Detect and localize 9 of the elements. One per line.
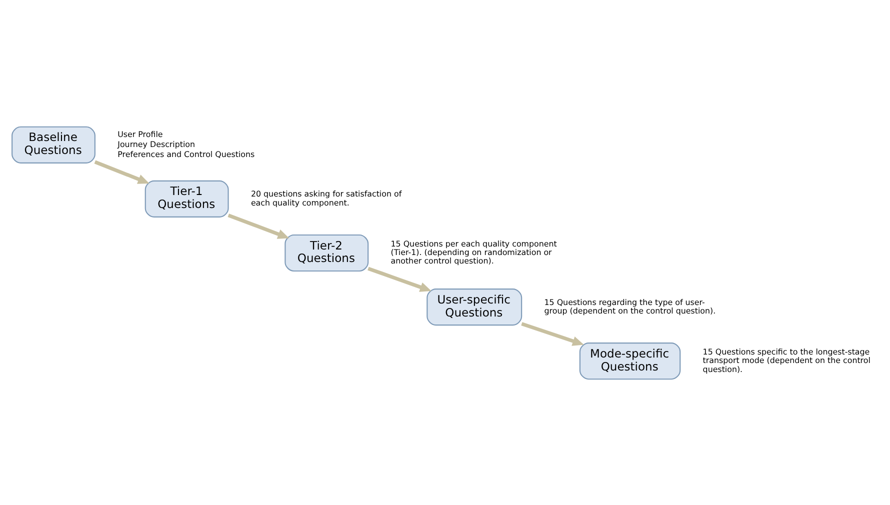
node-box: User-specific Questions — [426, 288, 522, 326]
node-box: Mode-specific Questions — [579, 342, 681, 380]
arrow — [521, 322, 584, 346]
arrow — [368, 266, 432, 292]
node-box: Tier-2 Questions — [284, 234, 369, 272]
node-box: Baseline Questions — [12, 126, 96, 163]
node-box: Tier-1 Questions — [144, 180, 229, 217]
arrow — [228, 213, 290, 238]
arrow — [94, 160, 150, 184]
